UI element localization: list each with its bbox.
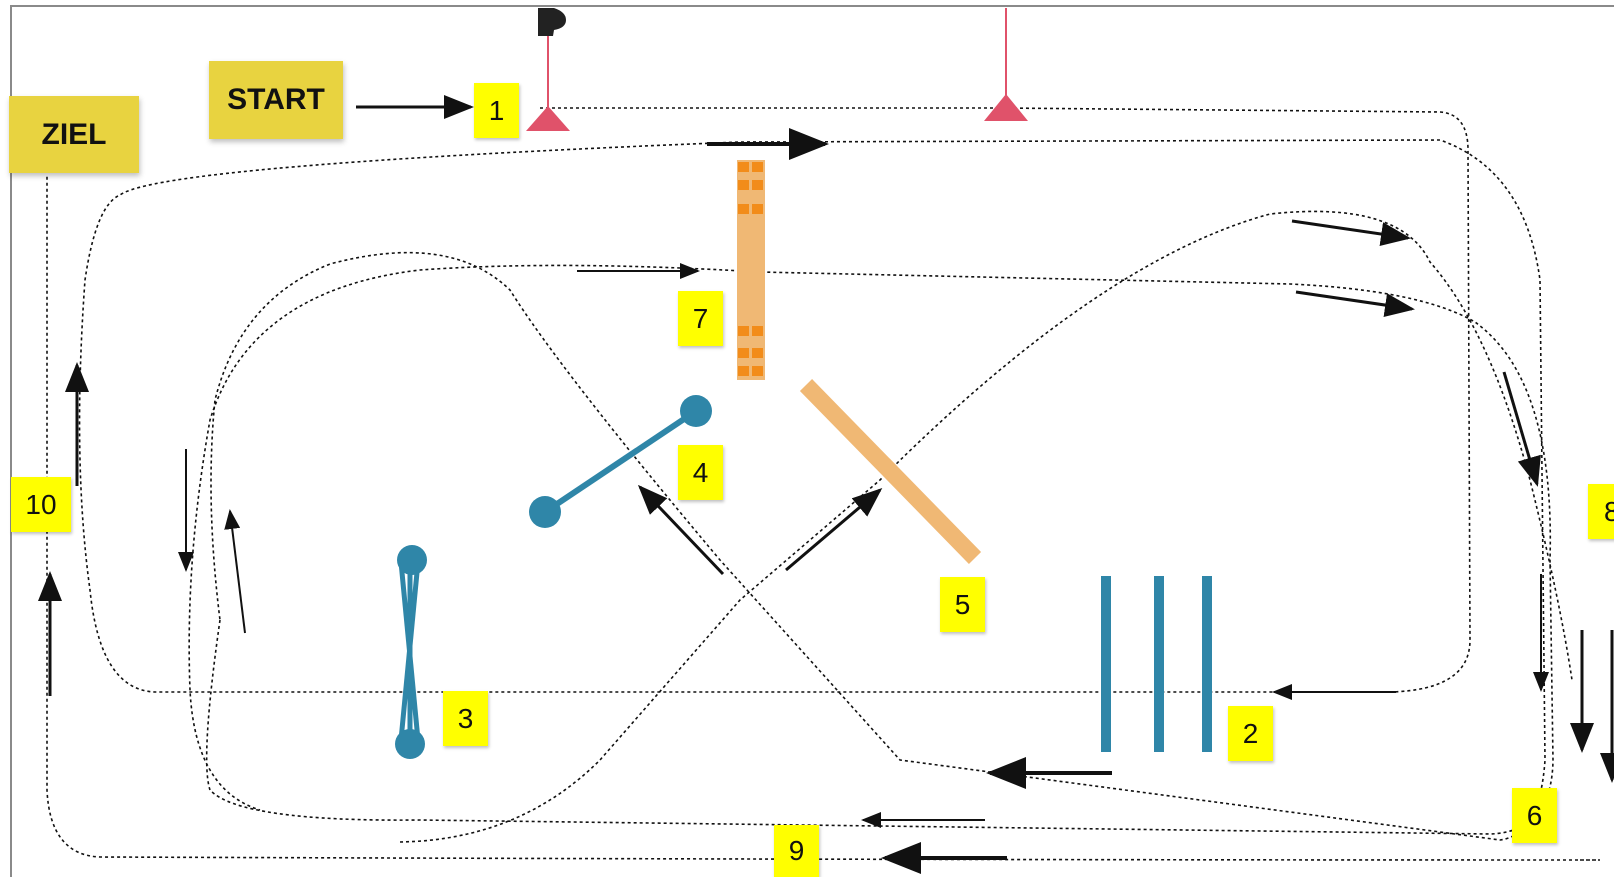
obstacle-1-number: 1 (474, 83, 519, 138)
timing-gate-start (526, 8, 570, 131)
arrow-top-right-1 (1291, 219, 1411, 246)
arrow-to-4 (637, 484, 725, 576)
obstacle-5-number: 5 (940, 577, 985, 632)
obstacle-3-poles (395, 545, 427, 759)
obstacle-5-plank (799, 379, 982, 564)
arrow-left-up (224, 509, 246, 634)
obstacle-3-number: 3 (443, 691, 488, 746)
flag-icon (538, 8, 566, 36)
obstacle-2-poles (1101, 576, 1212, 752)
course-path (46, 107, 1600, 861)
direction-arrows (38, 95, 1614, 874)
ziel-label: ZIEL (9, 96, 139, 173)
arena-border (10, 5, 1614, 877)
obstacle-10-number: 10 (11, 477, 71, 532)
obstacle-8-number-text: 8 (1604, 495, 1614, 527)
arrow-top-right-2 (1295, 290, 1415, 317)
obstacle-9-number: 9 (774, 825, 819, 877)
start-label: START (209, 61, 343, 139)
obstacle-4-pole (529, 395, 712, 528)
obstacle-7-number: 7 (678, 291, 723, 346)
arrow-to-5 (785, 488, 883, 572)
timing-gate-right (984, 8, 1028, 121)
arrow-right-down-1 (1502, 371, 1541, 487)
obstacle-2-number: 2 (1228, 706, 1273, 761)
obstacle-8-number: 8 (1588, 484, 1614, 539)
obstacle-6-number: 6 (1512, 788, 1557, 843)
obstacle-4-number: 4 (678, 445, 723, 500)
obstacle-7-plank (737, 160, 765, 380)
